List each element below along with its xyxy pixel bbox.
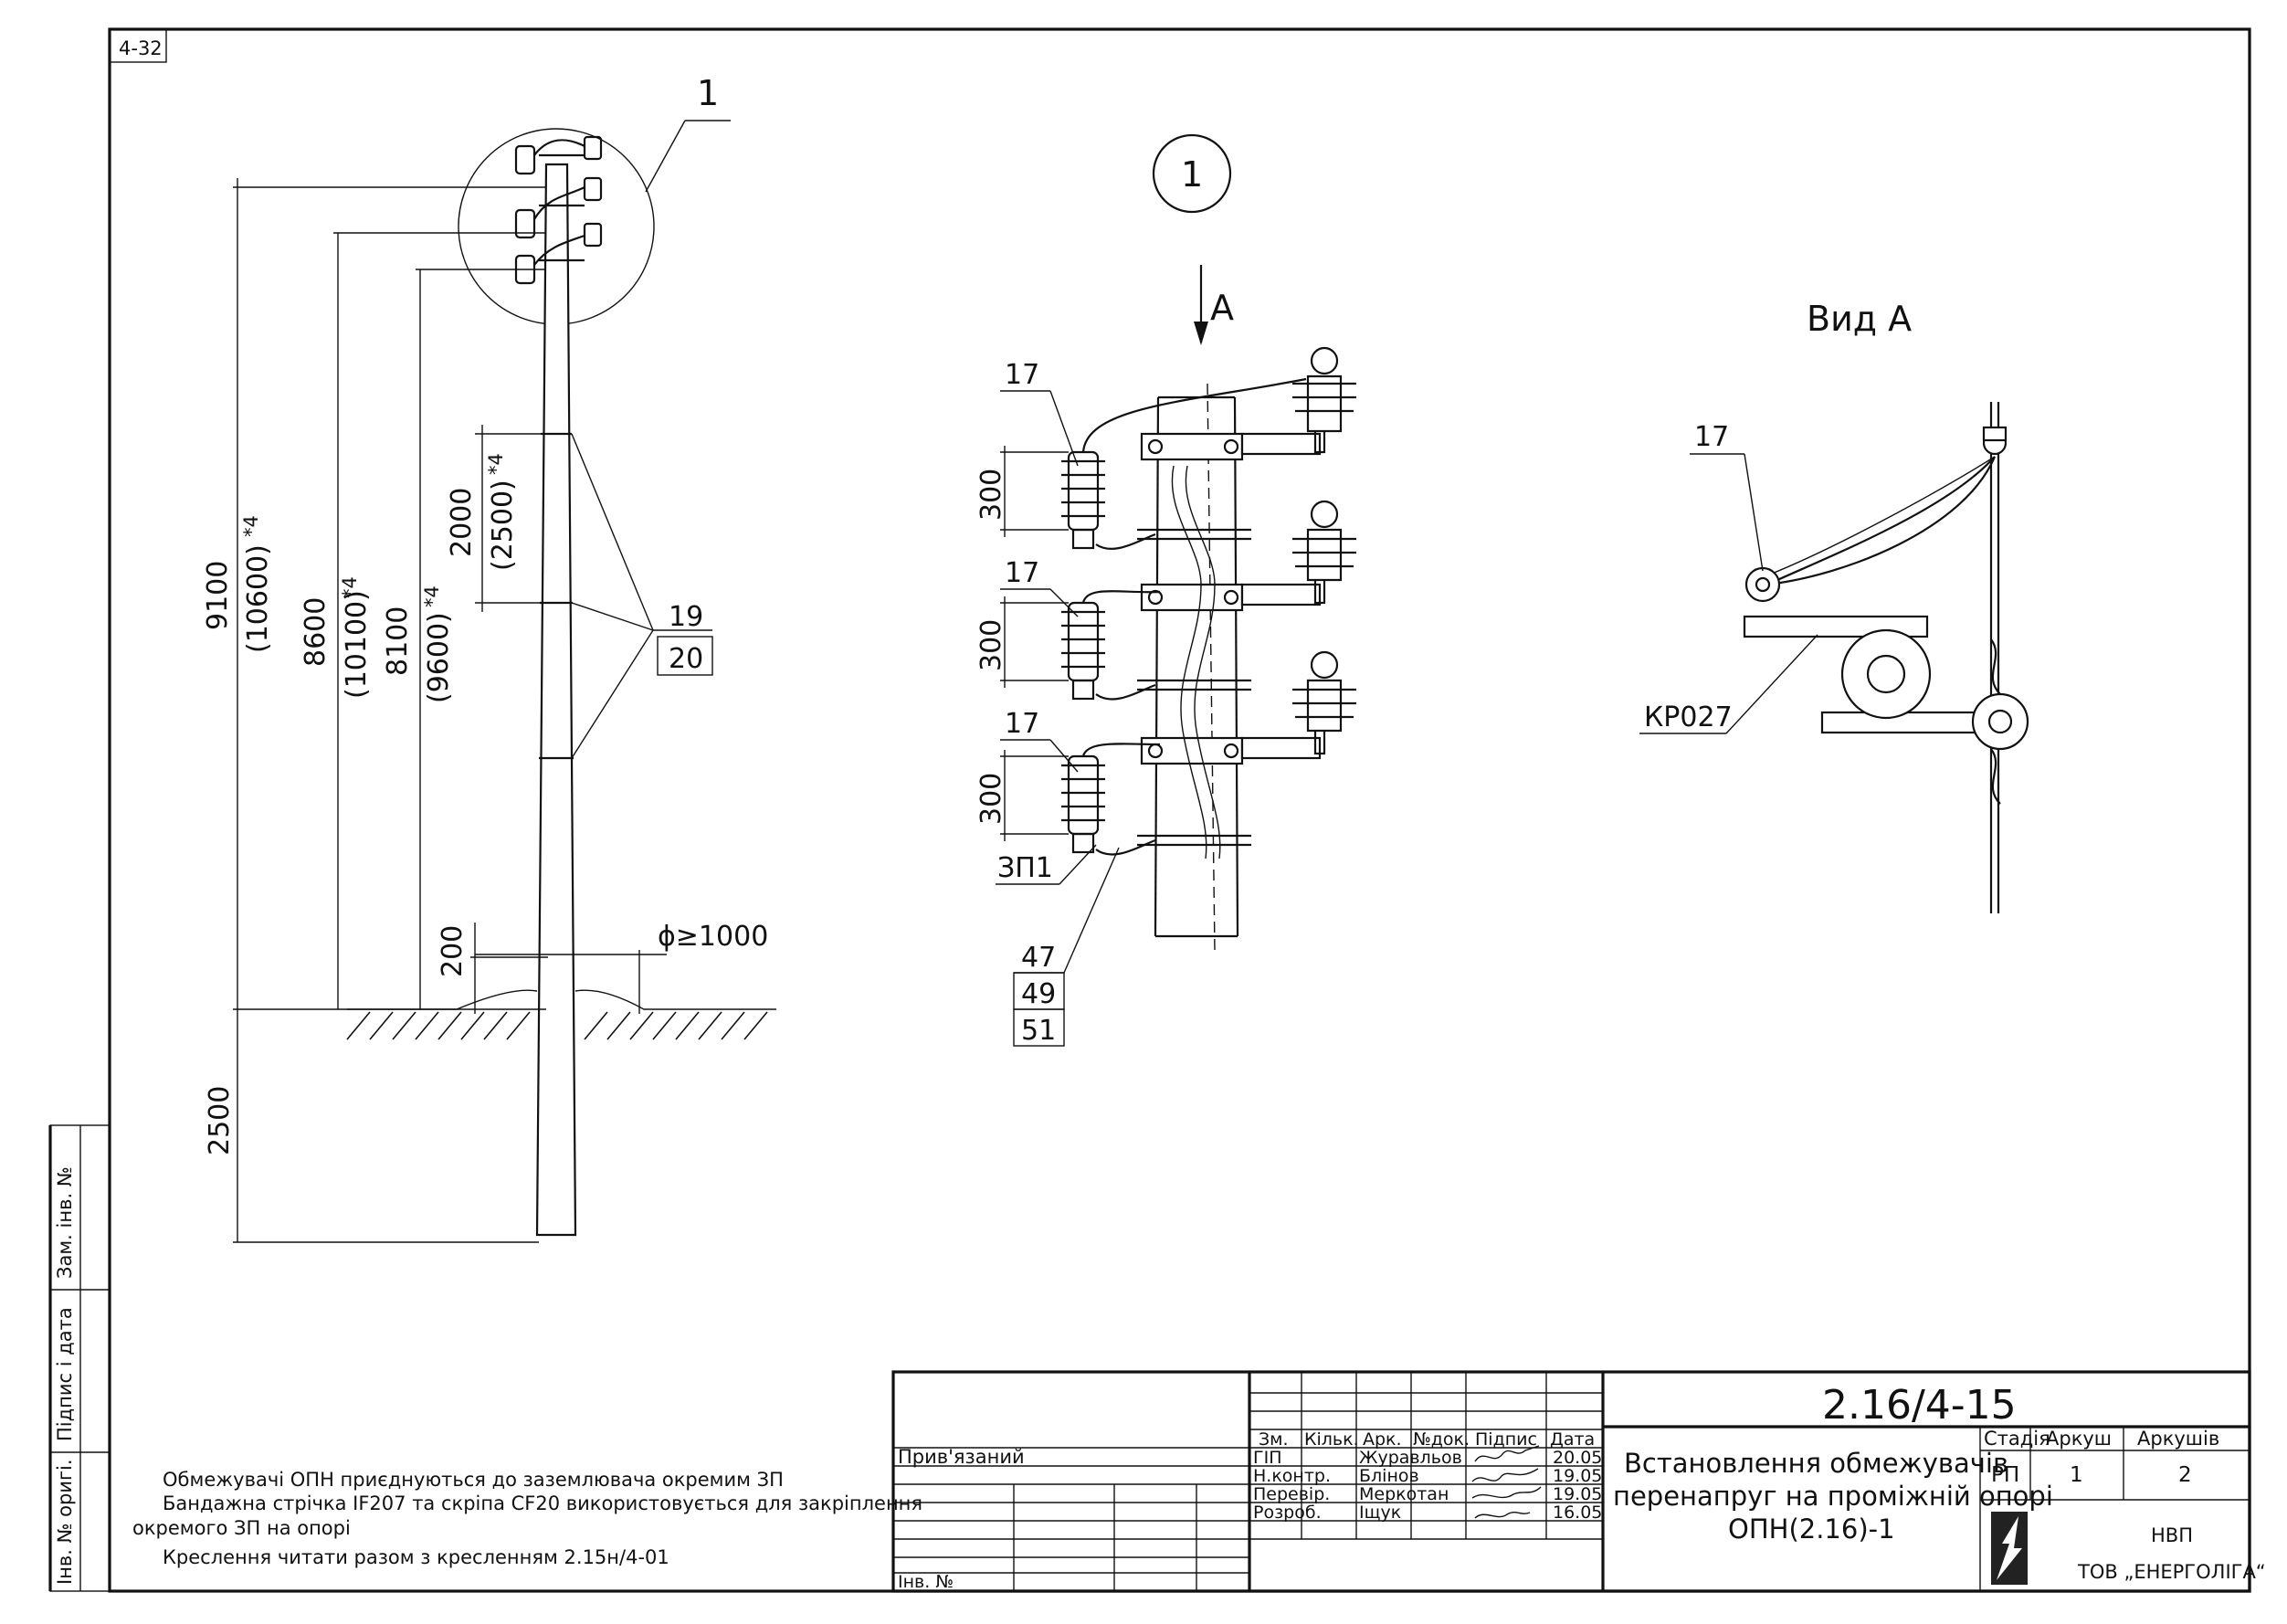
stage-header: Стадія xyxy=(1984,1428,2050,1450)
title-line-2: перенапруг на проміжній опорі xyxy=(1613,1481,2053,1512)
row-role-4: Розроб. xyxy=(1253,1503,1322,1523)
row-date-1: 20.05 xyxy=(1553,1448,1602,1468)
notes: Обмежувачі ОПН приєднуються до заземлюва… xyxy=(132,1469,922,1568)
detail-pos-17-c: 17 xyxy=(1005,708,1039,740)
dim-300-a: 300 xyxy=(975,469,1007,521)
detail-1-title-circle xyxy=(1152,133,1232,214)
view-a: Вид А 17 КР027 xyxy=(1639,299,2029,913)
title-line-1: Встановлення обмежувачів xyxy=(1624,1448,2008,1479)
hdr-date: Дата xyxy=(1550,1429,1595,1450)
detail-dims xyxy=(1000,446,1069,841)
dim-2000-alt: (2500) xyxy=(487,480,519,571)
dim-2500: 2500 xyxy=(204,1086,236,1155)
row-date-4: 16.05 xyxy=(1553,1503,1602,1523)
star-note-2: *4 xyxy=(339,576,361,598)
tier-2 xyxy=(1061,500,1356,701)
side-stamp-sign: Підпис і дата xyxy=(54,1307,76,1441)
pos-20: 20 xyxy=(669,643,703,675)
earth-lead xyxy=(1185,465,1221,859)
row-name-3: Меркотан xyxy=(1359,1484,1449,1504)
height-dimensions xyxy=(233,178,548,1243)
detail-1-view: 1 A xyxy=(975,133,1356,1047)
row-date-3: 19.05 xyxy=(1553,1484,1602,1504)
star-note-3: *4 xyxy=(421,585,443,607)
sheet-ref-box xyxy=(109,28,167,63)
pole xyxy=(535,163,577,1237)
dim-9100-alt: (10600) xyxy=(242,544,274,653)
view-a-pos-17: 17 xyxy=(1694,421,1729,453)
view-a-title: Вид А xyxy=(1807,299,1912,339)
ground-leader xyxy=(996,844,1120,1047)
dim-8100: 8100 xyxy=(382,606,414,676)
note-3: окремого ЗП на опорі xyxy=(132,1517,351,1539)
tier-3 xyxy=(1061,650,1356,856)
row-role-1: ГІП xyxy=(1253,1448,1281,1468)
signatures xyxy=(1471,1445,1542,1519)
hdr-qty: Кільк. xyxy=(1304,1429,1359,1450)
doc-number: 2.16/4-15 xyxy=(1822,1382,2017,1429)
diameter-label: ϕ≥1000 xyxy=(658,921,768,953)
hdr-docno: №док. xyxy=(1413,1429,1470,1450)
detail-pos-51: 51 xyxy=(1021,1015,1056,1047)
ground-label: ЗП1 xyxy=(997,852,1053,884)
note-4: Креслення читати разом з кресленням 2.15… xyxy=(163,1546,669,1568)
org-line-2: ТОВ „ЕНЕРГОЛІГА“ xyxy=(2077,1561,2266,1583)
sheet-frame xyxy=(108,27,2251,1593)
hdr-change: Зм. xyxy=(1259,1429,1289,1450)
sheets-header: Аркушів xyxy=(2137,1428,2219,1450)
detail-pos-49: 49 xyxy=(1021,978,1056,1010)
hdr-sign: Підпис xyxy=(1475,1429,1537,1450)
arrow-label: A xyxy=(1210,288,1234,328)
dim-9100: 9100 xyxy=(202,561,234,630)
pole-general-view: 1 xyxy=(202,73,776,1243)
star-note-4: *4 xyxy=(485,453,507,475)
dim-300-b: 300 xyxy=(975,619,1007,671)
pos-17-leaders xyxy=(1000,390,1079,773)
star-note: *4 xyxy=(240,515,262,537)
note-2: Бандажна стрічка IF207 та скріпа CF20 ви… xyxy=(163,1492,922,1514)
dim-200: 200 xyxy=(437,925,469,977)
row-role-2: Н.контр. xyxy=(1253,1466,1331,1486)
title-line-3: ОПН(2.16)-1 xyxy=(1728,1513,1895,1545)
row-role-3: Перевір. xyxy=(1253,1484,1330,1504)
sheets-value: 2 xyxy=(2178,1463,2192,1487)
pos-19-20-leader xyxy=(571,433,713,759)
sheet-ref: 4-32 xyxy=(119,37,163,59)
org-line-1: НВП xyxy=(2151,1524,2193,1546)
sheet-header: Аркуш xyxy=(2046,1428,2112,1450)
hdr-sheet: Арк. xyxy=(1363,1429,1402,1450)
detail-1-title: 1 xyxy=(1181,154,1203,195)
dim-8600-alt: (10100) xyxy=(341,590,373,699)
side-stamp-replace: Зам. інв. № xyxy=(54,1166,76,1279)
row-name-2: Блінов xyxy=(1359,1466,1419,1486)
ground-hatch xyxy=(346,1011,768,1040)
row-date-2: 19.05 xyxy=(1553,1466,1602,1486)
clamp-label: КР027 xyxy=(1644,701,1733,733)
callout-1-label: 1 xyxy=(697,73,719,113)
title-block xyxy=(891,1370,2251,1593)
dim-300-c: 300 xyxy=(975,773,1007,825)
top-insulators-sketch xyxy=(514,135,603,285)
inv-label: Інв. № xyxy=(898,1572,954,1592)
note-1: Обмежувачі ОПН приєднуються до заземлюва… xyxy=(163,1469,784,1491)
row-name-4: Іщук xyxy=(1359,1503,1401,1523)
org-logo xyxy=(1991,1512,2028,1585)
linked-label: Прив'язаний xyxy=(898,1446,1025,1468)
detail-pos-17-a: 17 xyxy=(1005,359,1039,391)
detail-pos-47: 47 xyxy=(1021,942,1056,974)
row-name-1: Журавльов xyxy=(1359,1448,1462,1468)
detail-pos-17-b: 17 xyxy=(1005,557,1039,589)
dim-8600: 8600 xyxy=(300,597,332,667)
dim-8100-alt: (9600) xyxy=(423,612,455,703)
ground-line xyxy=(347,950,776,1014)
detail-pole xyxy=(1154,395,1239,938)
tier-1 xyxy=(1061,346,1356,550)
sheet-value: 1 xyxy=(2070,1463,2083,1487)
dim-2000: 2000 xyxy=(446,488,478,557)
side-stamp: Зам. інв. № Підпис і дата Інв. № оригі. xyxy=(48,1124,111,1592)
pos-19: 19 xyxy=(669,601,703,633)
side-stamp-inv: Інв. № оригі. xyxy=(54,1459,76,1585)
stage-value: РП xyxy=(1991,1463,2019,1487)
